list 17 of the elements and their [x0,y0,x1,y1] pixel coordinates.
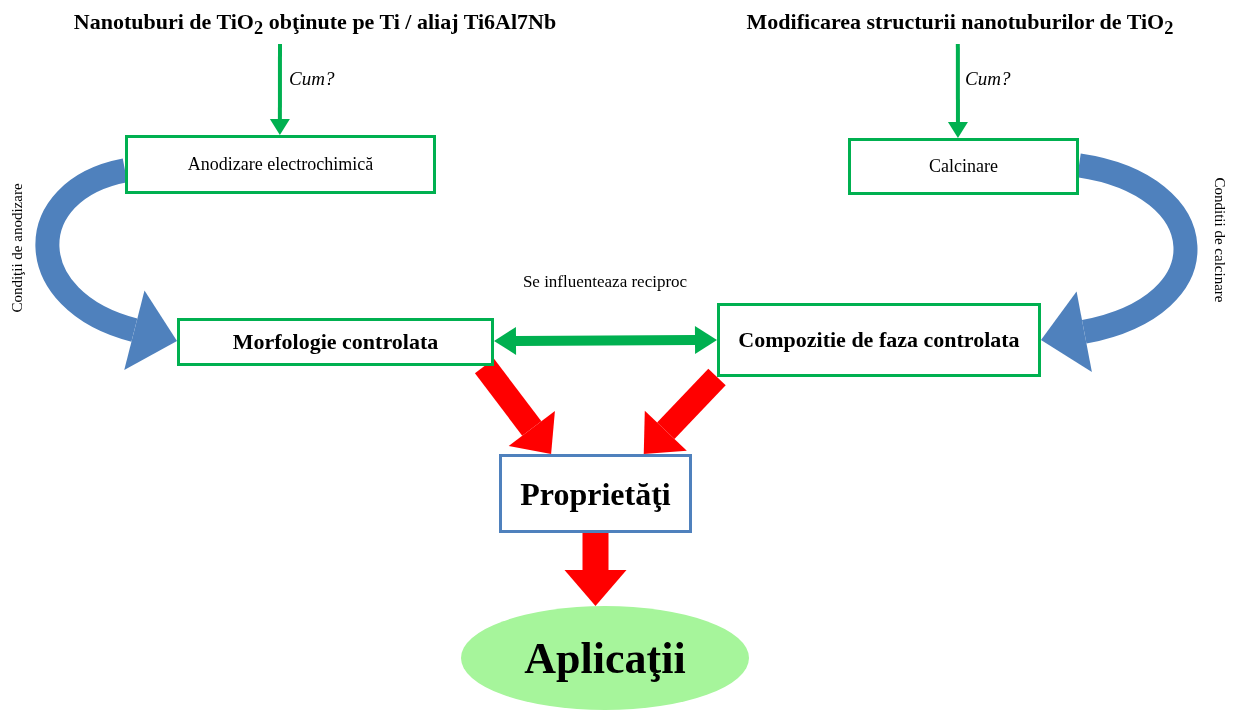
process-box: Morfologie controlata [177,318,494,366]
process-box: Compozitie de faza controlata [717,303,1041,377]
process-box: Anodizare electrochimică [125,135,436,194]
process-box: Calcinare [848,138,1079,195]
process-box: Proprietăţi [499,454,692,533]
arrow [947,44,968,138]
heading-text: Modificarea structurii nanotuburilor de TiO$_{2}$ [690,4,1230,44]
edge-label: Condiţii de anodizare [8,183,26,313]
heading-text: Nanotuburi de TiO$_{2}$ obţinute pe Ti / aliaj Ti6Al7Nb [10,4,620,44]
result-ellipse: Aplicaţii [461,606,749,710]
edge-label: Conditii de calcinare [1211,177,1229,303]
arrow [1041,153,1198,372]
arrow [494,326,717,355]
arrow [269,44,290,135]
arrow [564,533,627,606]
arrow [474,358,555,454]
arrow [643,368,726,454]
